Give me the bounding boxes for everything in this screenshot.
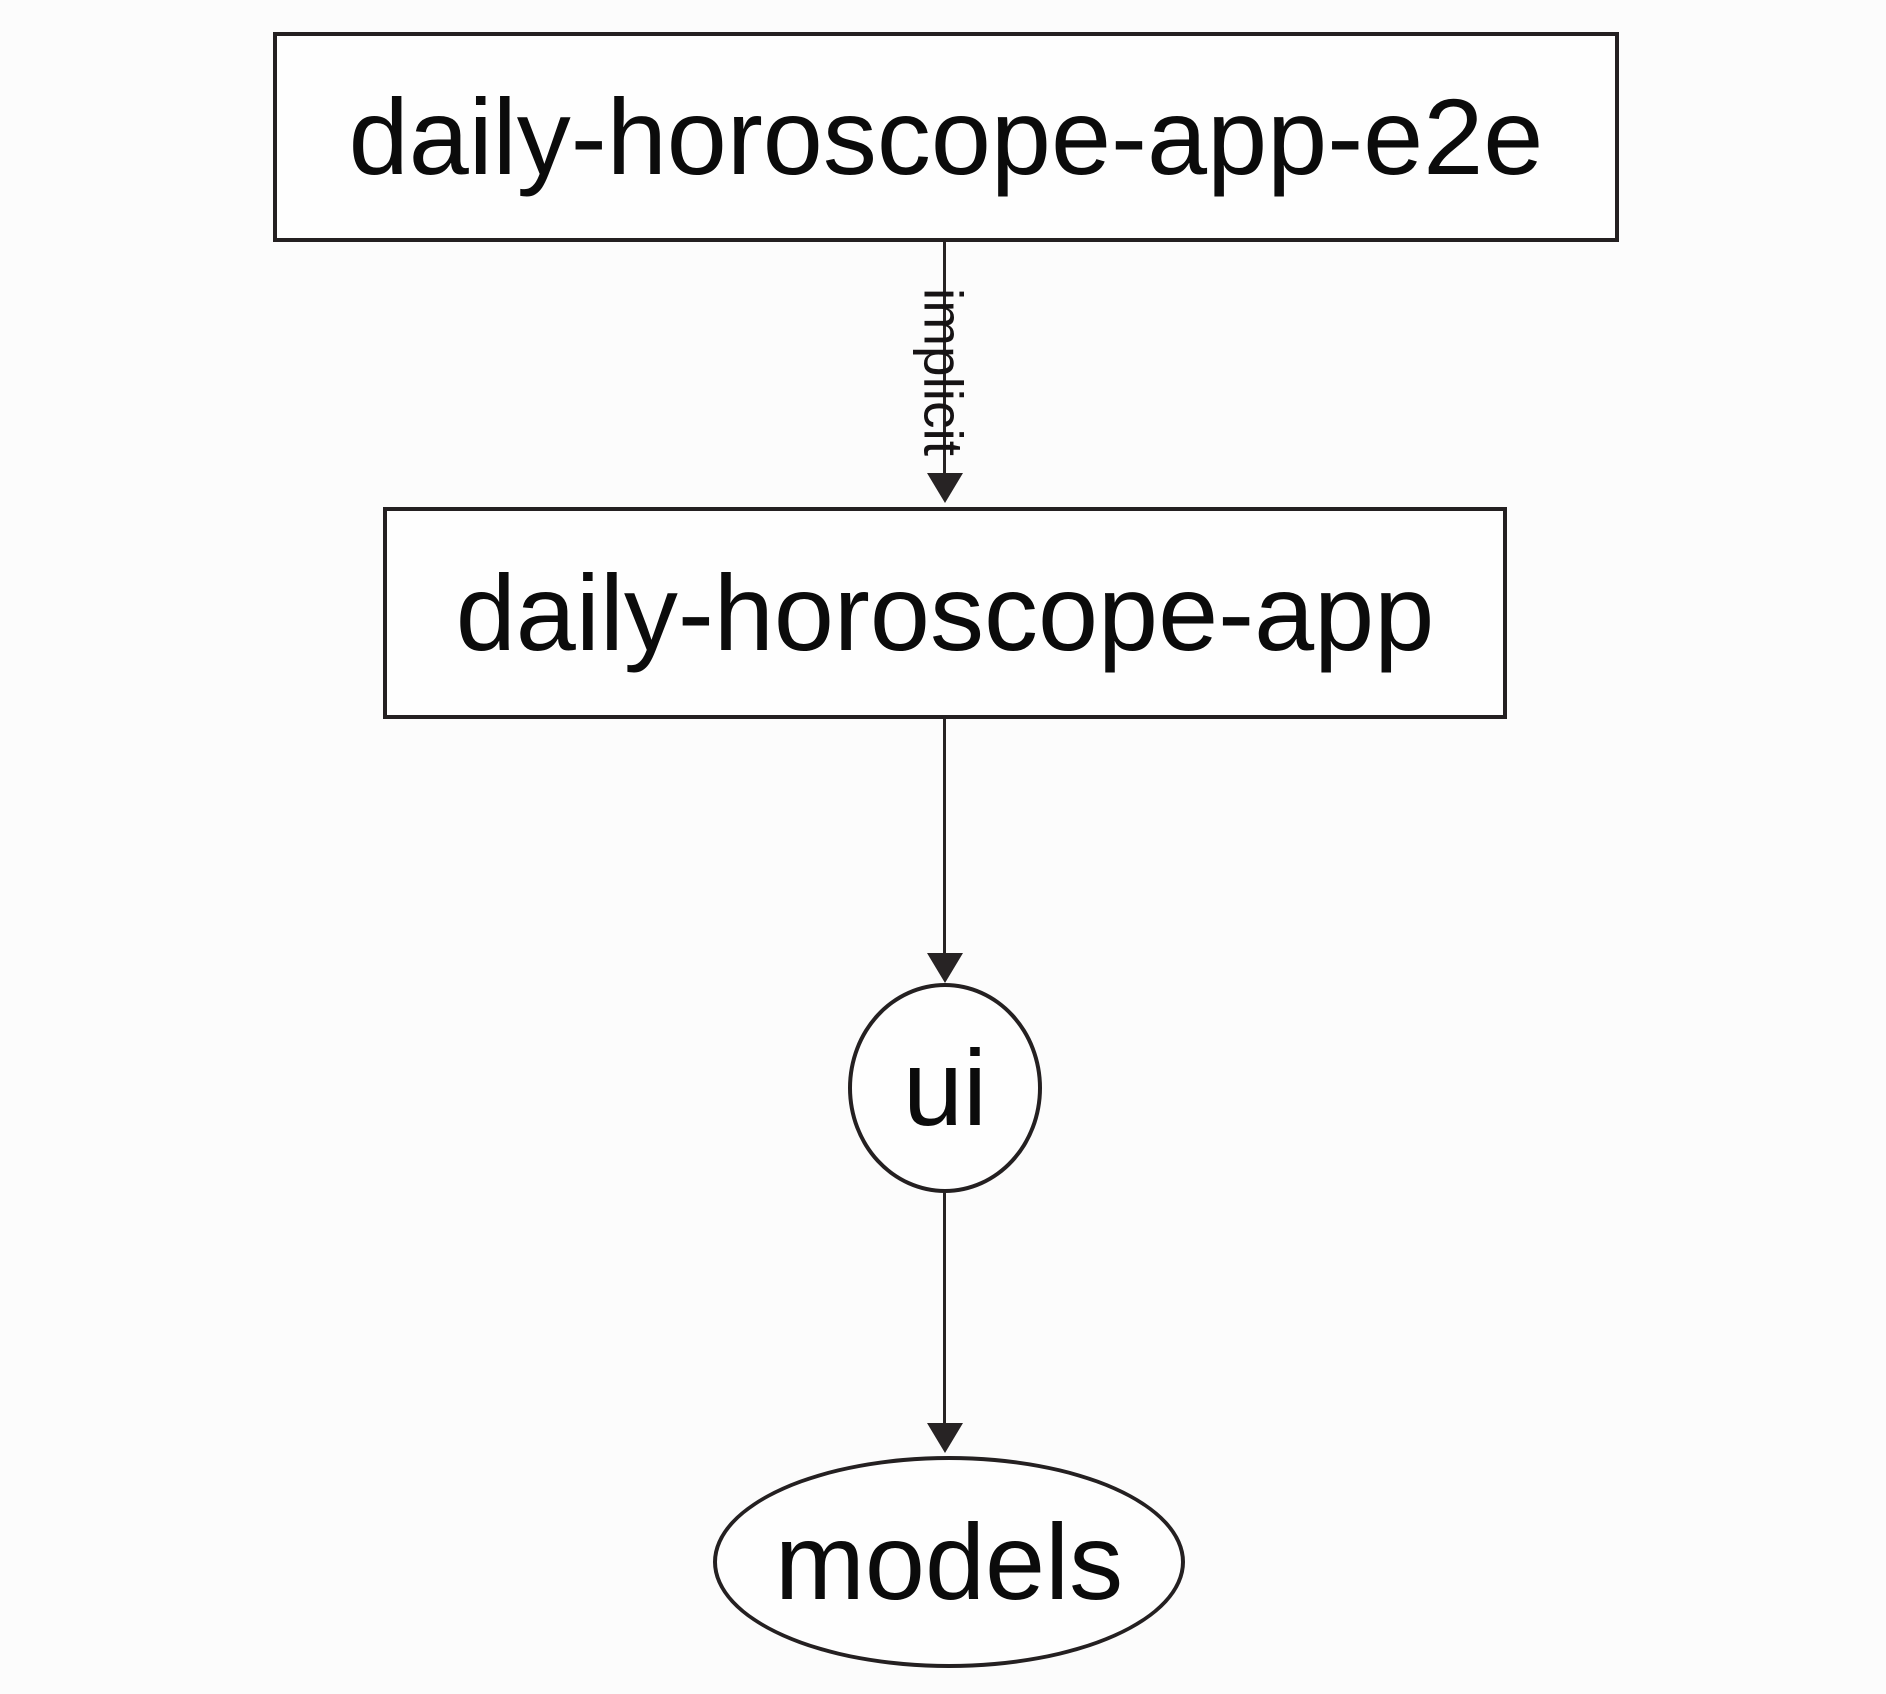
arrowhead-icon — [927, 473, 963, 503]
node-daily-horoscope-app[interactable]: daily-horoscope-app — [383, 507, 1507, 719]
node-label: daily-horoscope-app-e2e — [348, 76, 1544, 197]
edge-ui-to-models-line — [943, 1192, 946, 1425]
node-models[interactable]: models — [713, 1456, 1185, 1668]
node-label: daily-horoscope-app — [455, 552, 1435, 673]
node-daily-horoscope-app-e2e[interactable]: daily-horoscope-app-e2e — [273, 32, 1619, 242]
node-ui[interactable]: ui — [848, 983, 1042, 1193]
edge-app-to-ui-line — [943, 719, 946, 955]
node-label: ui — [902, 1027, 988, 1148]
edge-label-implicit: implicit — [912, 287, 975, 457]
arrowhead-icon — [927, 953, 963, 983]
edge-e2e-to-app-line — [943, 242, 946, 475]
arrowhead-icon — [927, 1423, 963, 1453]
node-label: models — [774, 1501, 1124, 1622]
